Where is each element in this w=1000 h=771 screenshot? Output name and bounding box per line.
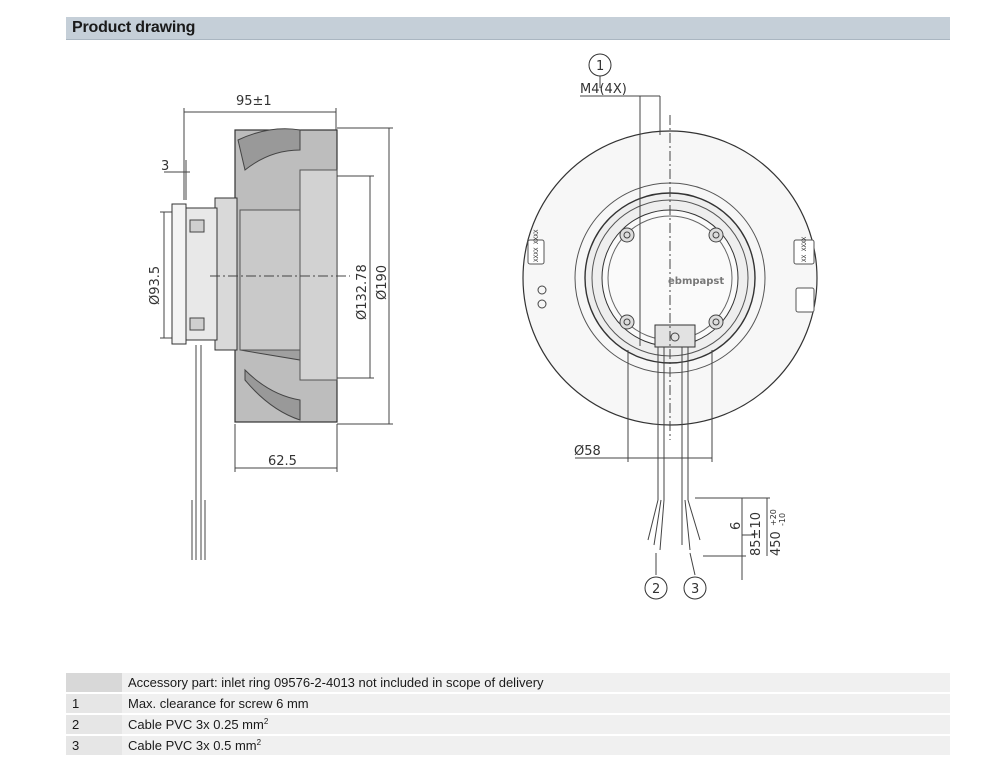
dim-450-tol-up: +20 bbox=[769, 509, 778, 526]
section-title: Product drawing bbox=[72, 19, 196, 36]
legend-num: 1 bbox=[66, 694, 122, 713]
legend-text: Accessory part: inlet ring 09576-2-4013 … bbox=[122, 673, 950, 692]
dim-dia-93-5: Ø93.5 bbox=[148, 266, 163, 305]
legend-num: 3 bbox=[66, 736, 122, 755]
dim-6: 6 bbox=[729, 522, 744, 530]
section-header: Product drawing bbox=[66, 17, 950, 40]
callout-3: 3 bbox=[691, 582, 699, 597]
dim-dia-132-78: Ø132.78 bbox=[355, 264, 370, 320]
legend-text: Cable PVC 3x 0.5 mm2 bbox=[122, 736, 950, 755]
legend-row: 2 Cable PVC 3x 0.25 mm2 bbox=[66, 715, 950, 734]
dim-dia-190: Ø190 bbox=[375, 265, 390, 300]
legend-row: 1 Max. clearance for screw 6 mm bbox=[66, 694, 950, 713]
dim-width-95: 95±1 bbox=[236, 94, 272, 109]
dim-dia-58: Ø58 bbox=[574, 444, 601, 459]
label-left: XXXX XXXX bbox=[533, 229, 540, 262]
ebmpapst-logo: ebmpapst bbox=[668, 276, 724, 287]
dim-3: 3 bbox=[161, 159, 169, 174]
legend-text: Max. clearance for screw 6 mm bbox=[122, 694, 950, 713]
callout-2: 2 bbox=[652, 582, 660, 597]
dim-450-tol-dn: -10 bbox=[778, 513, 787, 526]
callout-1: 1 bbox=[596, 59, 604, 74]
dim-85: 85±10 bbox=[749, 512, 764, 556]
front-view bbox=[522, 53, 818, 600]
legend-table: Accessory part: inlet ring 09576-2-4013 … bbox=[66, 671, 950, 757]
dim-450: 450 bbox=[769, 531, 784, 556]
legend-text: Cable PVC 3x 0.25 mm2 bbox=[122, 715, 950, 734]
label-right: XX XXXX bbox=[801, 236, 808, 262]
legend-row: 3 Cable PVC 3x 0.5 mm2 bbox=[66, 736, 950, 755]
dim-m4: M4(4X) bbox=[580, 82, 627, 97]
legend-num: 2 bbox=[66, 715, 122, 734]
dim-62-5: 62.5 bbox=[268, 454, 297, 469]
side-view bbox=[160, 108, 393, 560]
product-drawing: 95±1 3 Ø93.5 Ø132.78 Ø190 62.5 bbox=[148, 53, 818, 600]
legend-row: Accessory part: inlet ring 09576-2-4013 … bbox=[66, 673, 950, 692]
legend-num bbox=[66, 673, 122, 692]
